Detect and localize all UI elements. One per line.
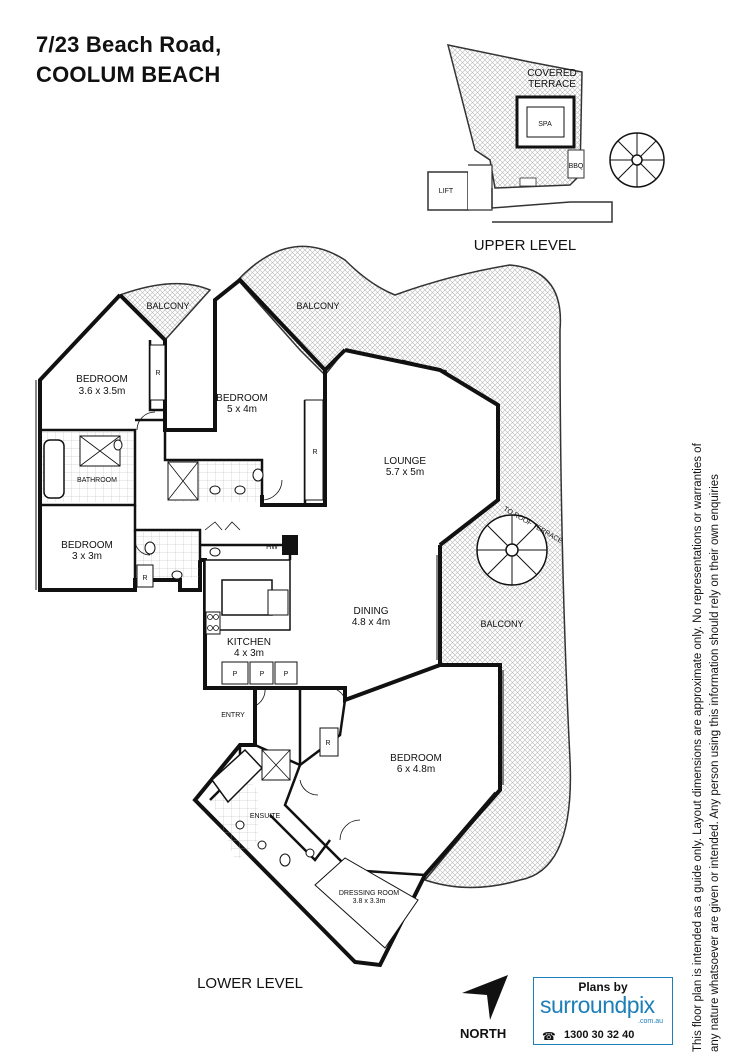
bedroom-1-dims: 3.6 x 3.5m [79, 386, 126, 397]
covered-terrace-label-2: TERRACE [528, 79, 576, 90]
dressing-dims: 3.8 x 3.3m [353, 898, 386, 905]
bedroom-1-name: BEDROOM [76, 374, 128, 385]
dressing-name: DRESSING ROOM [339, 890, 399, 897]
bedroom-4-dims: 6 x 4.8m [397, 764, 435, 775]
balcony-small [118, 282, 212, 342]
surroundpix-logo: Plans by surroundpix .com.au ☎ 1300 30 3… [533, 977, 673, 1045]
lift-label: LIFT [439, 188, 454, 195]
bedroom-3-dims: 3 x 3m [72, 551, 102, 562]
entry-label: ENTRY [221, 712, 245, 719]
spa-label: SPA [538, 121, 552, 128]
balcony-label-1: BALCONY [146, 301, 189, 311]
covered-terrace-label-1: COVERED [527, 68, 576, 79]
balcony-label-2: BALCONY [296, 301, 339, 311]
balcony-label-3: BALCONY [480, 619, 523, 629]
upper-level-plan: COVERED TERRACE SPA BBQ LIFT [427, 44, 665, 223]
upper-level-label: UPPER LEVEL [474, 237, 577, 254]
north-arrow-icon [462, 975, 508, 1020]
logo-phone: 1300 30 32 40 [564, 1029, 635, 1041]
kitchen-name: KITCHEN [227, 637, 271, 648]
pantry-label-2: P [260, 671, 265, 678]
logo-domain: .com.au [638, 1018, 663, 1025]
dining-name: DINING [354, 606, 389, 617]
bedroom-2-dims: 5 x 4m [227, 404, 257, 415]
pantry-label-1: P [233, 671, 238, 678]
bathroom-label: BATHROOM [77, 477, 117, 484]
bedroom-4-name: BEDROOM [390, 753, 442, 764]
ensuite-label: ENSUITE [250, 813, 281, 820]
bbq [567, 149, 585, 179]
covered-terrace-hatch [446, 44, 583, 189]
dining-dims: 4.8 x 4m [352, 617, 390, 628]
lounge-dims: 5.7 x 5m [386, 467, 424, 478]
disclaimer: This floor plan is intended as a guide o… [692, 443, 721, 1052]
pantry-label-3: P [284, 671, 289, 678]
logo-by: Plans by [578, 980, 628, 994]
robe-label-2: R [312, 449, 317, 456]
robe-label-1: R [155, 370, 160, 377]
phone-icon: ☎ [542, 1031, 556, 1043]
address-line-1: 7/23 Beach Road, [36, 32, 222, 57]
lower-level-plan [35, 245, 572, 968]
hw-label: HW [266, 544, 278, 551]
north-label: NORTH [460, 1026, 507, 1041]
robe-label-4: R [325, 740, 330, 747]
bedroom-2-name: BEDROOM [216, 393, 268, 404]
lower-level-label: LOWER LEVEL [197, 975, 303, 992]
robe-label-3: R [142, 575, 147, 582]
address-line-2: COOLUM BEACH [36, 62, 221, 87]
bbq-label: BBQ [569, 163, 584, 170]
logo-brand: surroundpix [540, 992, 655, 1018]
kitchen-dims: 4 x 3m [234, 648, 264, 659]
bedroom-3-name: BEDROOM [61, 540, 113, 551]
lounge-name: LOUNGE [384, 456, 427, 467]
